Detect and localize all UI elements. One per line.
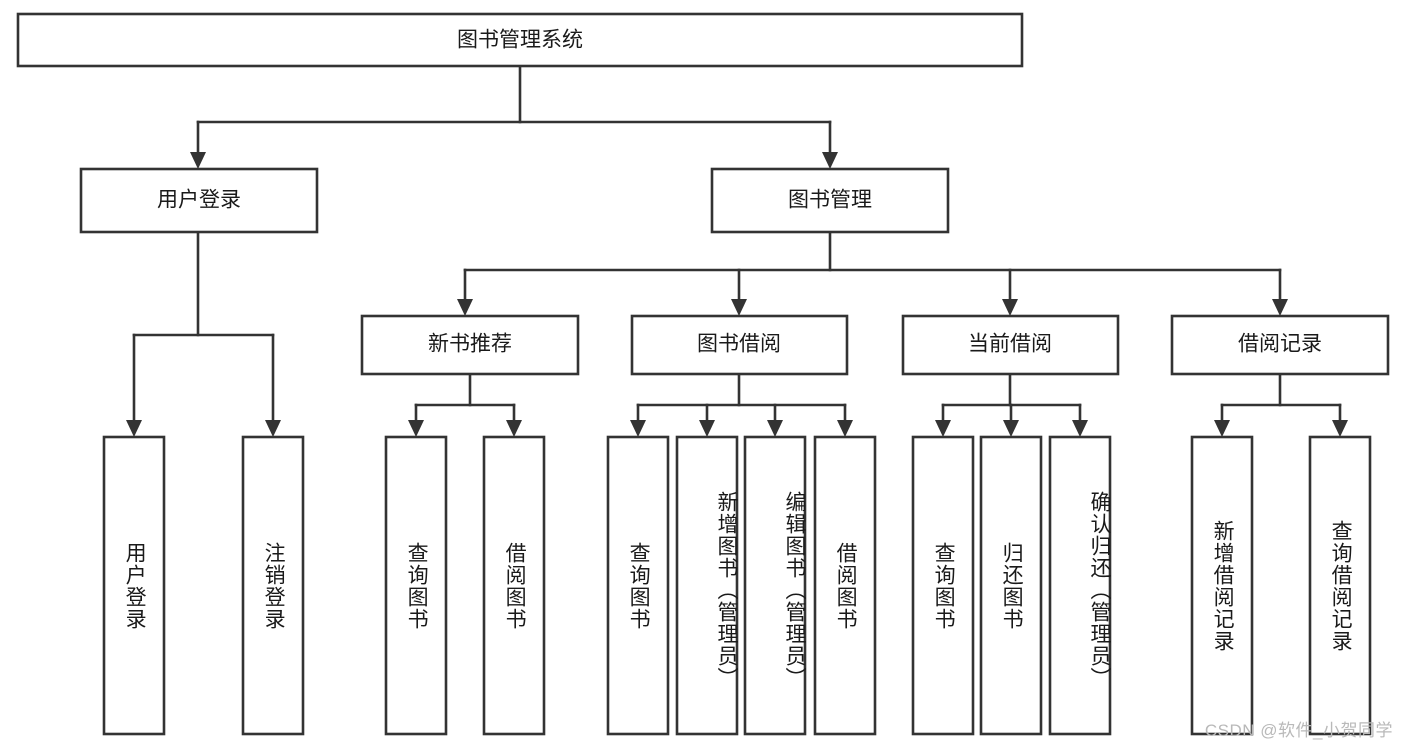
node-user-login-label: 用户登录 xyxy=(157,189,241,212)
watermark-text: CSDN @软件_小贺同学 xyxy=(1204,721,1393,740)
node-leaf-bb-add-book-box[interactable] xyxy=(675,435,739,736)
arrowhead-cb-leaf-3 xyxy=(1072,420,1088,437)
node-book-mgmt-label: 图书管理 xyxy=(788,189,872,212)
arrowhead-user-login xyxy=(190,152,206,169)
node-current-borrow-label: 当前借阅 xyxy=(968,333,1052,356)
connector-group-book-borrow xyxy=(630,372,853,437)
node-borrow-record-box[interactable] xyxy=(1170,314,1390,376)
node-book-mgmt-box[interactable] xyxy=(710,167,950,234)
connector-group-book-mgmt xyxy=(457,230,1288,316)
arrowhead-cb-leaf-1 xyxy=(935,420,951,437)
arrowhead-nb-leaf-1 xyxy=(408,420,424,437)
connector-group-root xyxy=(190,64,838,169)
node-leaf-bb-borrow-book-box[interactable] xyxy=(813,435,877,736)
node-root-label: 图书管理系统 xyxy=(457,29,583,52)
node-book-borrow-label: 图书借阅 xyxy=(697,333,781,356)
arrowhead-br-leaf-1 xyxy=(1214,420,1230,437)
node-leaf-logout-box[interactable] xyxy=(241,435,305,736)
node-leaf-nb-query-book-box[interactable] xyxy=(384,435,448,736)
node-leaf-nb-borrow-book-box[interactable] xyxy=(482,435,546,736)
arrowhead-bb-leaf-2 xyxy=(699,420,715,437)
arrowhead-ul-leaf-2 xyxy=(265,420,281,437)
node-current-borrow-box[interactable] xyxy=(901,314,1120,376)
arrowhead-nb-leaf-2 xyxy=(506,420,522,437)
connector-group-borrow-record xyxy=(1214,372,1348,437)
arrowhead-book-mgmt xyxy=(822,152,838,169)
node-leaf-br-add-record-box[interactable] xyxy=(1190,435,1254,736)
arrowhead-bb-leaf-3 xyxy=(767,420,783,437)
node-book-borrow-box[interactable] xyxy=(630,314,849,376)
arrowhead-br-leaf-2 xyxy=(1332,420,1348,437)
arrowhead-bb-leaf-4 xyxy=(837,420,853,437)
arrowhead-new-book xyxy=(457,299,473,316)
node-new-book-box[interactable] xyxy=(360,314,580,376)
connector-group-new-book xyxy=(408,372,522,437)
node-leaf-cb-return-book-box[interactable] xyxy=(979,435,1043,736)
node-new-book-label: 新书推荐 xyxy=(428,333,512,356)
node-leaf-br-query-record-box[interactable] xyxy=(1308,435,1372,736)
arrowhead-book-borrow xyxy=(731,299,747,316)
arrowhead-ul-leaf-1 xyxy=(126,420,142,437)
connector-group-current-borrow xyxy=(935,372,1088,437)
node-borrow-record-label: 借阅记录 xyxy=(1238,333,1322,356)
node-user-login-box[interactable] xyxy=(79,167,319,234)
node-leaf-bb-edit-book-box[interactable] xyxy=(743,435,807,736)
arrowhead-bb-leaf-1 xyxy=(630,420,646,437)
node-leaf-cb-query-book-box[interactable] xyxy=(911,435,975,736)
arrowhead-borrow-record xyxy=(1272,299,1288,316)
arrowhead-cb-leaf-2 xyxy=(1003,420,1019,437)
connector-group-user-login xyxy=(126,230,281,437)
node-leaf-user-login-box[interactable] xyxy=(102,435,166,736)
node-leaf-cb-confirm-return-box[interactable] xyxy=(1048,435,1112,736)
node-leaf-bb-query-book-box[interactable] xyxy=(606,435,670,736)
node-root-box[interactable] xyxy=(16,12,1024,68)
arrowhead-current-borrow xyxy=(1002,299,1018,316)
